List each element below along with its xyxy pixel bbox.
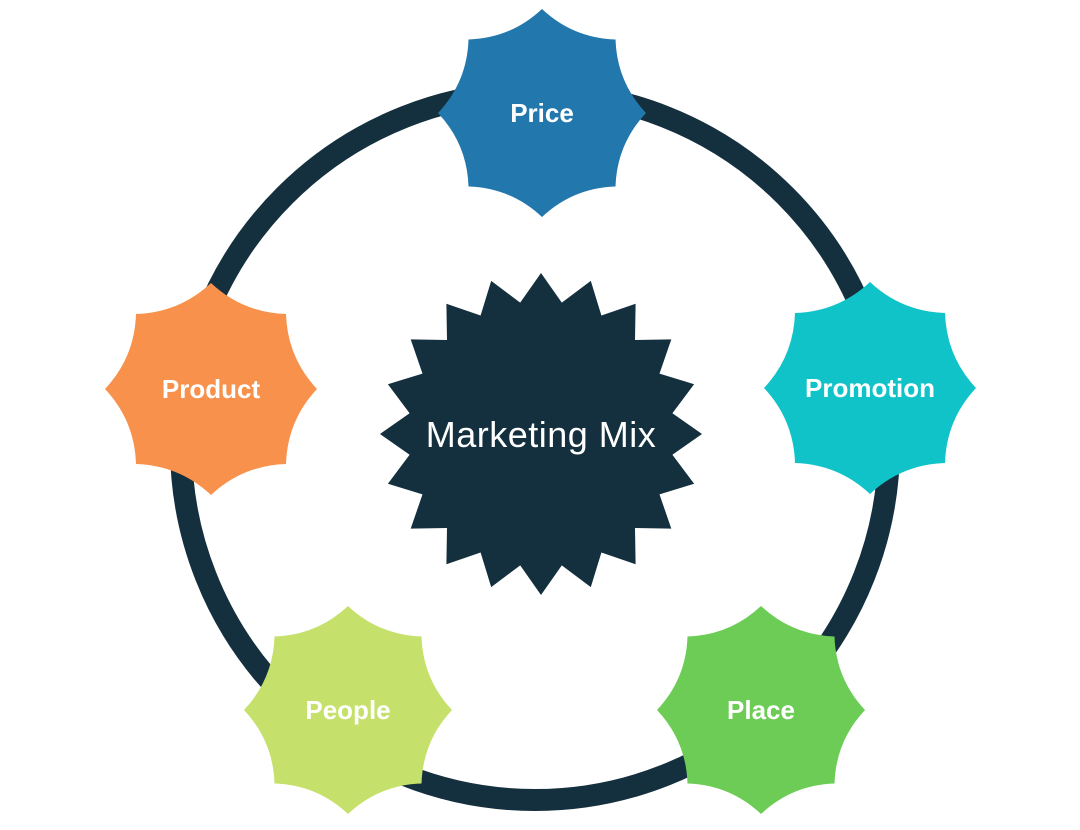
node-center-marketing-mix[interactable]: Marketing Mix (380, 273, 702, 595)
badge-shape (244, 606, 452, 814)
node-label: Place (727, 695, 795, 725)
node-label: Price (510, 98, 574, 128)
badge-shape (657, 606, 865, 814)
center-node-label: Marketing Mix (426, 414, 657, 455)
node-label: People (305, 695, 390, 725)
node-place[interactable]: Place (657, 606, 865, 814)
starburst-shape (380, 273, 702, 595)
node-label: Promotion (805, 373, 935, 403)
badge-shape (764, 282, 976, 494)
badge-shape (438, 9, 646, 217)
node-people[interactable]: People (244, 606, 452, 814)
node-promotion[interactable]: Promotion (764, 282, 976, 494)
node-price[interactable]: Price (438, 9, 646, 217)
node-label: Product (162, 374, 261, 404)
node-product[interactable]: Product (105, 283, 317, 495)
badge-shape (105, 283, 317, 495)
